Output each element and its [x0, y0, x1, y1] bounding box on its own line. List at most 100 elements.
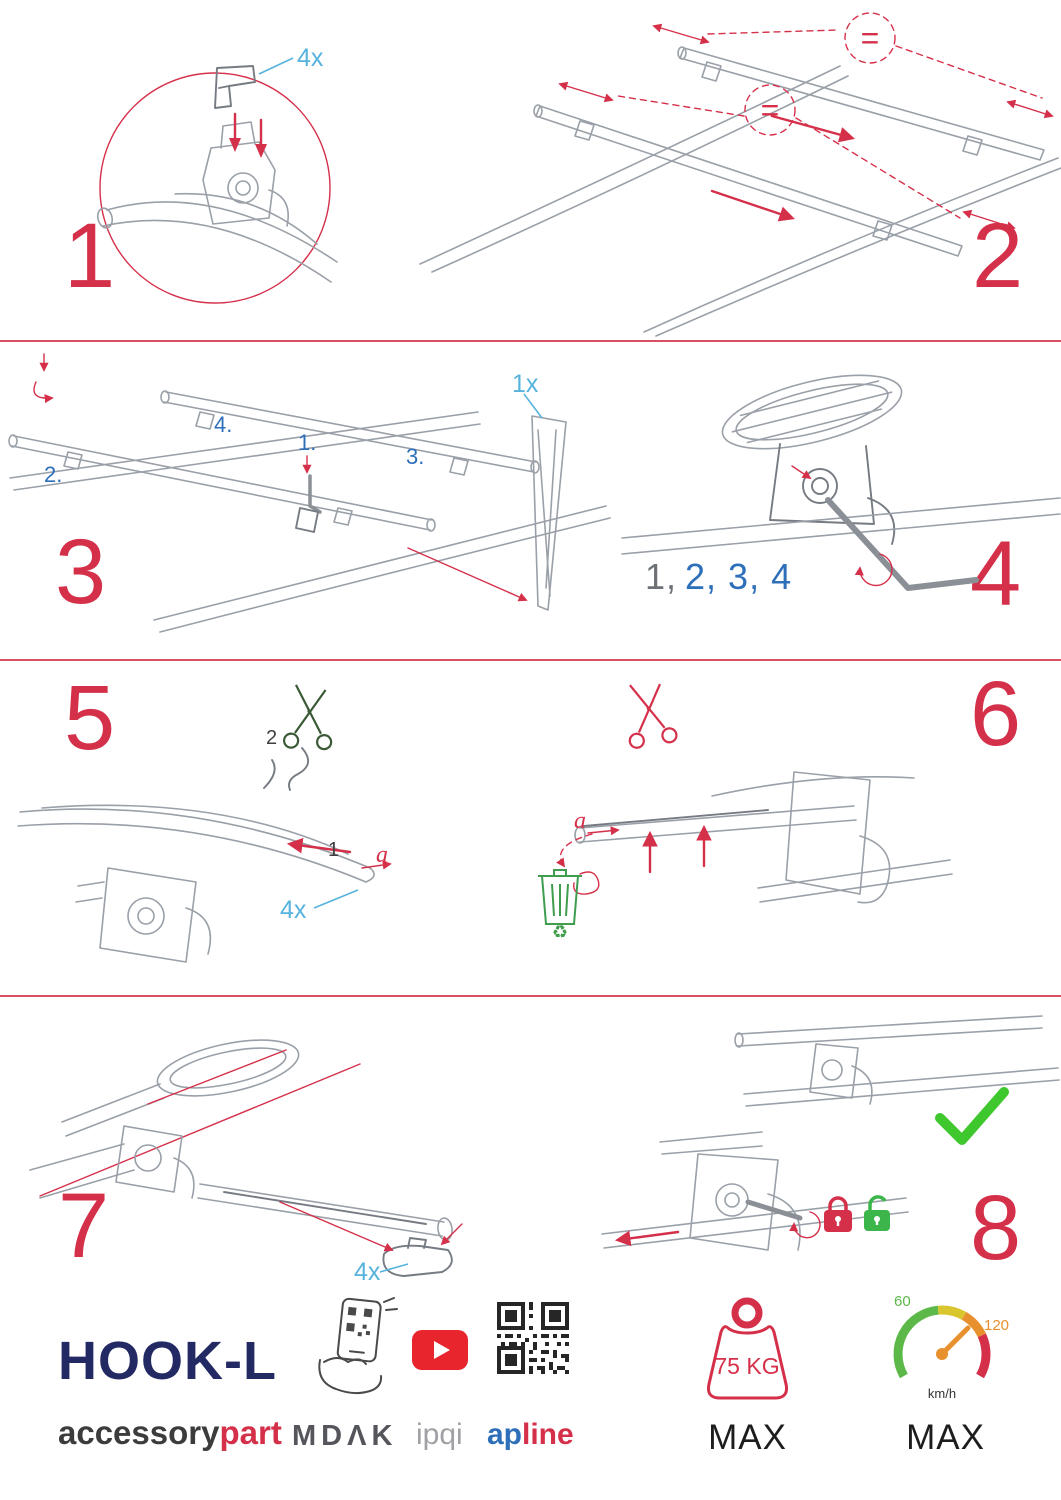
- crossbar-end-drawing: [17, 759, 375, 883]
- step-4-number: 4: [970, 523, 1022, 625]
- screw-arrow: [791, 465, 812, 480]
- installed-bar-drawing: [734, 1015, 1060, 1107]
- step4-tighten-drawing: [621, 374, 1061, 591]
- logo-mdak: MDΛK: [292, 1420, 398, 1452]
- step6-cut-discard-drawing: ♻ a: [538, 683, 953, 942]
- checkmark-icon: [935, 1087, 1009, 1145]
- step8-lock-drawing: [601, 1015, 1060, 1251]
- locked-padlock-icon: [824, 1196, 852, 1232]
- crossbar-foot-drawing: [574, 771, 953, 904]
- step-3-number: 3: [55, 521, 107, 623]
- strip-curl-drawing: [288, 747, 309, 791]
- dim-arrow: [361, 860, 392, 870]
- substep-1-label: 1.: [298, 430, 316, 455]
- bar-with-cap-drawing: [197, 1183, 453, 1241]
- brand-accent: part: [219, 1414, 282, 1451]
- allen-key-drawing: [825, 497, 979, 591]
- allen-key-drawing: [295, 474, 322, 533]
- step-5-number: 5: [64, 667, 116, 769]
- alignment-line: [39, 1063, 361, 1197]
- qty-label: 1x: [512, 370, 539, 398]
- detail-circle: [99, 72, 331, 304]
- front-crossbar-drawing: [533, 104, 963, 257]
- spacing-measure-arrows: [558, 23, 1054, 231]
- qty-leader-line: [523, 393, 543, 419]
- dim-a-label: a: [376, 842, 388, 868]
- lock-clamp-drawing: [601, 1131, 909, 1251]
- bracket-part-drawing: [214, 65, 256, 109]
- recycle-icon: ♻: [552, 922, 568, 942]
- rear-crossbar-drawing: [677, 46, 1045, 161]
- crossbar-drawing: [96, 192, 338, 283]
- sequence-todo: 2, 3, 4: [685, 556, 793, 597]
- step-7-number: 7: [58, 1175, 110, 1277]
- front-bar-drawing: [8, 434, 436, 532]
- step-6-number: 6: [970, 663, 1022, 765]
- weight-limit-label: 75 KG: [714, 1353, 779, 1379]
- dim-a-label: a: [574, 808, 586, 834]
- trash-bin-icon: [538, 869, 582, 925]
- substep-3-label: 3.: [406, 444, 424, 469]
- section-divider: [0, 340, 1061, 342]
- logo-apline-suffix: line: [522, 1418, 574, 1451]
- brand-name: accessory: [58, 1414, 220, 1451]
- step-8-number: 8: [970, 1177, 1022, 1279]
- product-name: HOOK-L: [58, 1331, 277, 1391]
- equal-spacing-callouts: = =: [617, 12, 1043, 219]
- rotate-arrow: [789, 1211, 821, 1239]
- clamp-drawing: [769, 443, 896, 545]
- substep-2-label: 2.: [44, 462, 62, 487]
- weight-icon: 75 KG: [707, 1297, 788, 1400]
- strip-guide-line: [147, 1049, 287, 1105]
- cap-insert-arrow: [279, 1201, 394, 1252]
- clamp-drawing: [29, 1125, 195, 1199]
- speedometer-icon: 60 120 km/h: [893, 1293, 1009, 1401]
- step7-end-cap-drawing: 4x: [29, 1039, 463, 1286]
- section-divider: [0, 659, 1061, 661]
- section-divider: [0, 995, 1061, 997]
- equal-sign: =: [861, 20, 880, 56]
- step2-positioning-drawing: = =: [419, 12, 1061, 337]
- clamp-drawing: [75, 867, 212, 963]
- logo-apline-prefix: ap: [487, 1418, 523, 1451]
- step3-red-marks: [33, 353, 528, 602]
- rotate-arrow: [854, 553, 893, 587]
- speed-max-value-label: 120: [984, 1317, 1009, 1334]
- logo-ipqi: ipqi: [416, 1418, 463, 1451]
- substep-4-label: 4.: [214, 412, 232, 437]
- step3-layout-drawing: 1x 2. 4. 1. 3.: [8, 353, 611, 633]
- brand-logo: accessorypart: [58, 1414, 282, 1452]
- scissors-icon: [282, 684, 333, 751]
- speed-max-label: MAX: [906, 1418, 985, 1457]
- qty-leader-line: [258, 57, 294, 75]
- cap-insert-arrow: [440, 1223, 463, 1246]
- logo-apline: apline: [487, 1418, 574, 1452]
- slide-arrow: [614, 1230, 680, 1247]
- strip-arrow: [587, 826, 620, 836]
- insert-strip-arrow: [286, 837, 352, 854]
- qty-leader-line: [313, 889, 359, 909]
- weight-max-label: MAX: [708, 1418, 787, 1457]
- phone-scan-icon: [318, 1297, 398, 1395]
- clamp-drawing: [202, 121, 289, 227]
- step1-clamp-detail-drawing: 4x: [96, 44, 338, 304]
- speedometer-needle: [939, 1325, 971, 1357]
- qty-label: 4x: [354, 1258, 381, 1286]
- insert-arrows: [229, 112, 267, 158]
- rail-drawing: [621, 497, 1061, 555]
- strip-order-label: 1: [328, 839, 339, 861]
- rear-bar-drawing: [160, 390, 540, 476]
- fairing-strip-drawing: [531, 415, 567, 611]
- cut-order-label: 2: [266, 727, 277, 749]
- qty-label: 4x: [280, 896, 307, 924]
- sequence-done: 1,: [645, 556, 678, 597]
- bar-end-section-drawing: [721, 374, 903, 450]
- open-padlock-icon: [864, 1195, 890, 1231]
- speed-unit-label: km/h: [928, 1386, 956, 1401]
- tighten-sequence-label: 1,2, 3, 4: [645, 556, 792, 598]
- discard-arrow: [556, 833, 593, 868]
- equal-sign: =: [761, 92, 780, 128]
- open-bar-end-drawing: [61, 1039, 300, 1137]
- roof-rails-drawing: [419, 65, 1061, 337]
